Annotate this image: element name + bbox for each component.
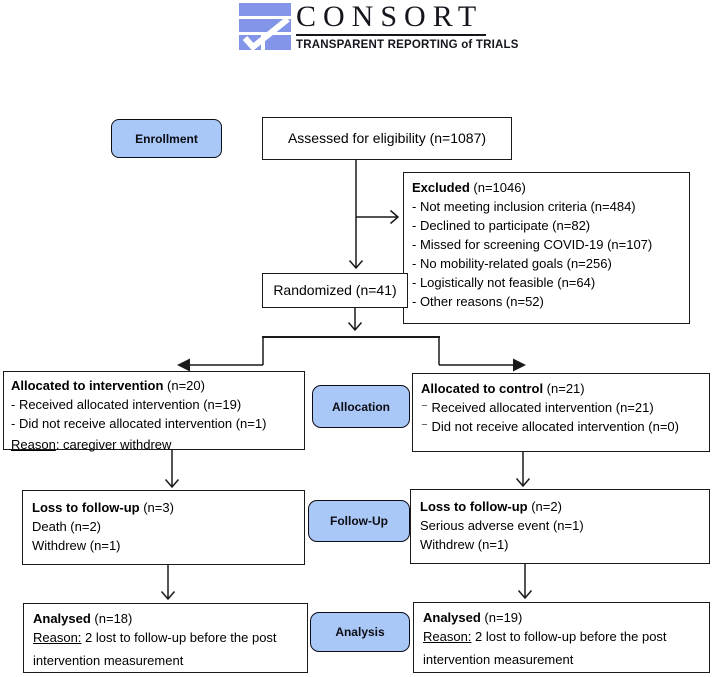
allocated-control-item: ⁻ Received allocated intervention (n=21) <box>421 400 654 415</box>
allocated-control-item: ⁻ Did not receive allocated intervention… <box>421 419 679 434</box>
analysed-intervention-n: (n=18) <box>90 611 133 626</box>
connector-intervention-followup <box>164 450 180 489</box>
reason-text-line2: intervention measurement <box>33 653 184 668</box>
loss-intervention-n: (n=3) <box>139 500 174 515</box>
loss-control-n: (n=2) <box>527 499 562 514</box>
excluded-item: - Missed for screening COVID-19 (n=107) <box>412 237 653 252</box>
loss-control-item: Withdrew (n=1) <box>420 537 509 552</box>
analysed-intervention-title: Analysed <box>33 611 91 626</box>
stage-label-enrollment: Enrollment <box>111 119 222 158</box>
stage-label-follow-up: Follow-Up <box>308 500 410 542</box>
box-loss-intervention: Loss to follow-up (n=3) Death (n=2) With… <box>22 490 305 565</box>
allocated-control-n: (n=21) <box>543 381 585 396</box>
connector-assessed-excluded <box>356 209 400 225</box>
analysed-control-title: Analysed <box>423 610 481 625</box>
box-allocated-intervention: Allocated to intervention (n=20) - Recei… <box>3 371 305 452</box>
logo-title: CONSORT <box>296 0 486 36</box>
allocated-intervention-n: (n=20) <box>163 378 205 393</box>
consort-logo-text: CONSORT TRANSPARENT REPORTING of TRIALS <box>296 0 519 51</box>
connector-split-right <box>438 336 526 372</box>
box-analysed-intervention: Analysed (n=18) Reason: 2 lost to follow… <box>23 603 308 673</box>
connector-control-analysis <box>517 564 533 600</box>
consort-logo-icon <box>239 3 291 50</box>
reason-text: 2 lost to follow-up before the post <box>471 629 667 644</box>
connector-assessed-randomized <box>348 160 364 270</box>
loss-control-item: Serious adverse event (n=1) <box>420 518 584 533</box>
box-assessed-for-eligibility: Assessed for eligibility (n=1087) <box>262 117 512 160</box>
excluded-item: - Logistically not feasible (n=64) <box>412 275 596 290</box>
box-analysed-control: Analysed (n=19) Reason: 2 lost to follow… <box>413 602 710 673</box>
reason-label: Reason: <box>423 629 472 644</box>
connector-control-followup <box>515 452 531 488</box>
loss-intervention-title: Loss to follow-up <box>32 500 140 515</box>
excluded-item: - Other reasons (n=52) <box>412 294 544 309</box>
connector-split-left <box>177 336 264 372</box>
loss-intervention-item: Death (n=2) <box>32 519 102 534</box>
logo-subtitle: TRANSPARENT REPORTING of TRIALS <box>296 39 519 51</box>
randomized-text: Randomized (n=41) <box>273 282 397 298</box>
allocated-control-title: Allocated to control <box>421 381 544 396</box>
allocated-intervention-title: Allocated to intervention <box>11 378 164 393</box>
excluded-n: (n=1046) <box>469 180 526 195</box>
reason-text-line2: intervention measurement <box>423 652 574 667</box>
reason-text: : caregiver withdrew <box>55 437 172 452</box>
reason-label: Reason <box>11 437 56 452</box>
excluded-item: - No mobility-related goals (n=256) <box>412 256 612 271</box>
stage-label-allocation: Allocation <box>312 385 410 428</box>
reason-label: Reason: <box>33 630 82 645</box>
analysed-control-n: (n=19) <box>480 610 523 625</box>
reason-text: 2 lost to follow-up before the post <box>81 630 277 645</box>
assessed-text: Assessed for eligibility (n=1087) <box>287 130 487 146</box>
box-allocated-control: Allocated to control (n=21) ⁻ Received a… <box>412 373 710 452</box>
box-excluded: Excluded (n=1046) - Not meeting inclusio… <box>403 172 690 324</box>
stage-label-analysis: Analysis <box>310 612 410 652</box>
box-randomized: Randomized (n=41) <box>262 273 408 308</box>
allocated-intervention-item: - Did not receive allocated intervention… <box>11 416 267 431</box>
allocated-intervention-item: - Received allocated intervention (n=19) <box>11 397 242 412</box>
connector-randomized-split <box>262 308 440 338</box>
excluded-item: - Not meeting inclusion criteria (n=484) <box>412 199 636 214</box>
box-loss-control: Loss to follow-up (n=2) Serious adverse … <box>410 489 710 564</box>
excluded-item: - Declined to participate (n=82) <box>412 218 591 233</box>
loss-control-title: Loss to follow-up <box>420 499 528 514</box>
connector-intervention-analysis <box>160 565 176 601</box>
loss-intervention-item: Withdrew (n=1) <box>32 538 121 553</box>
excluded-title: Excluded <box>412 180 470 195</box>
